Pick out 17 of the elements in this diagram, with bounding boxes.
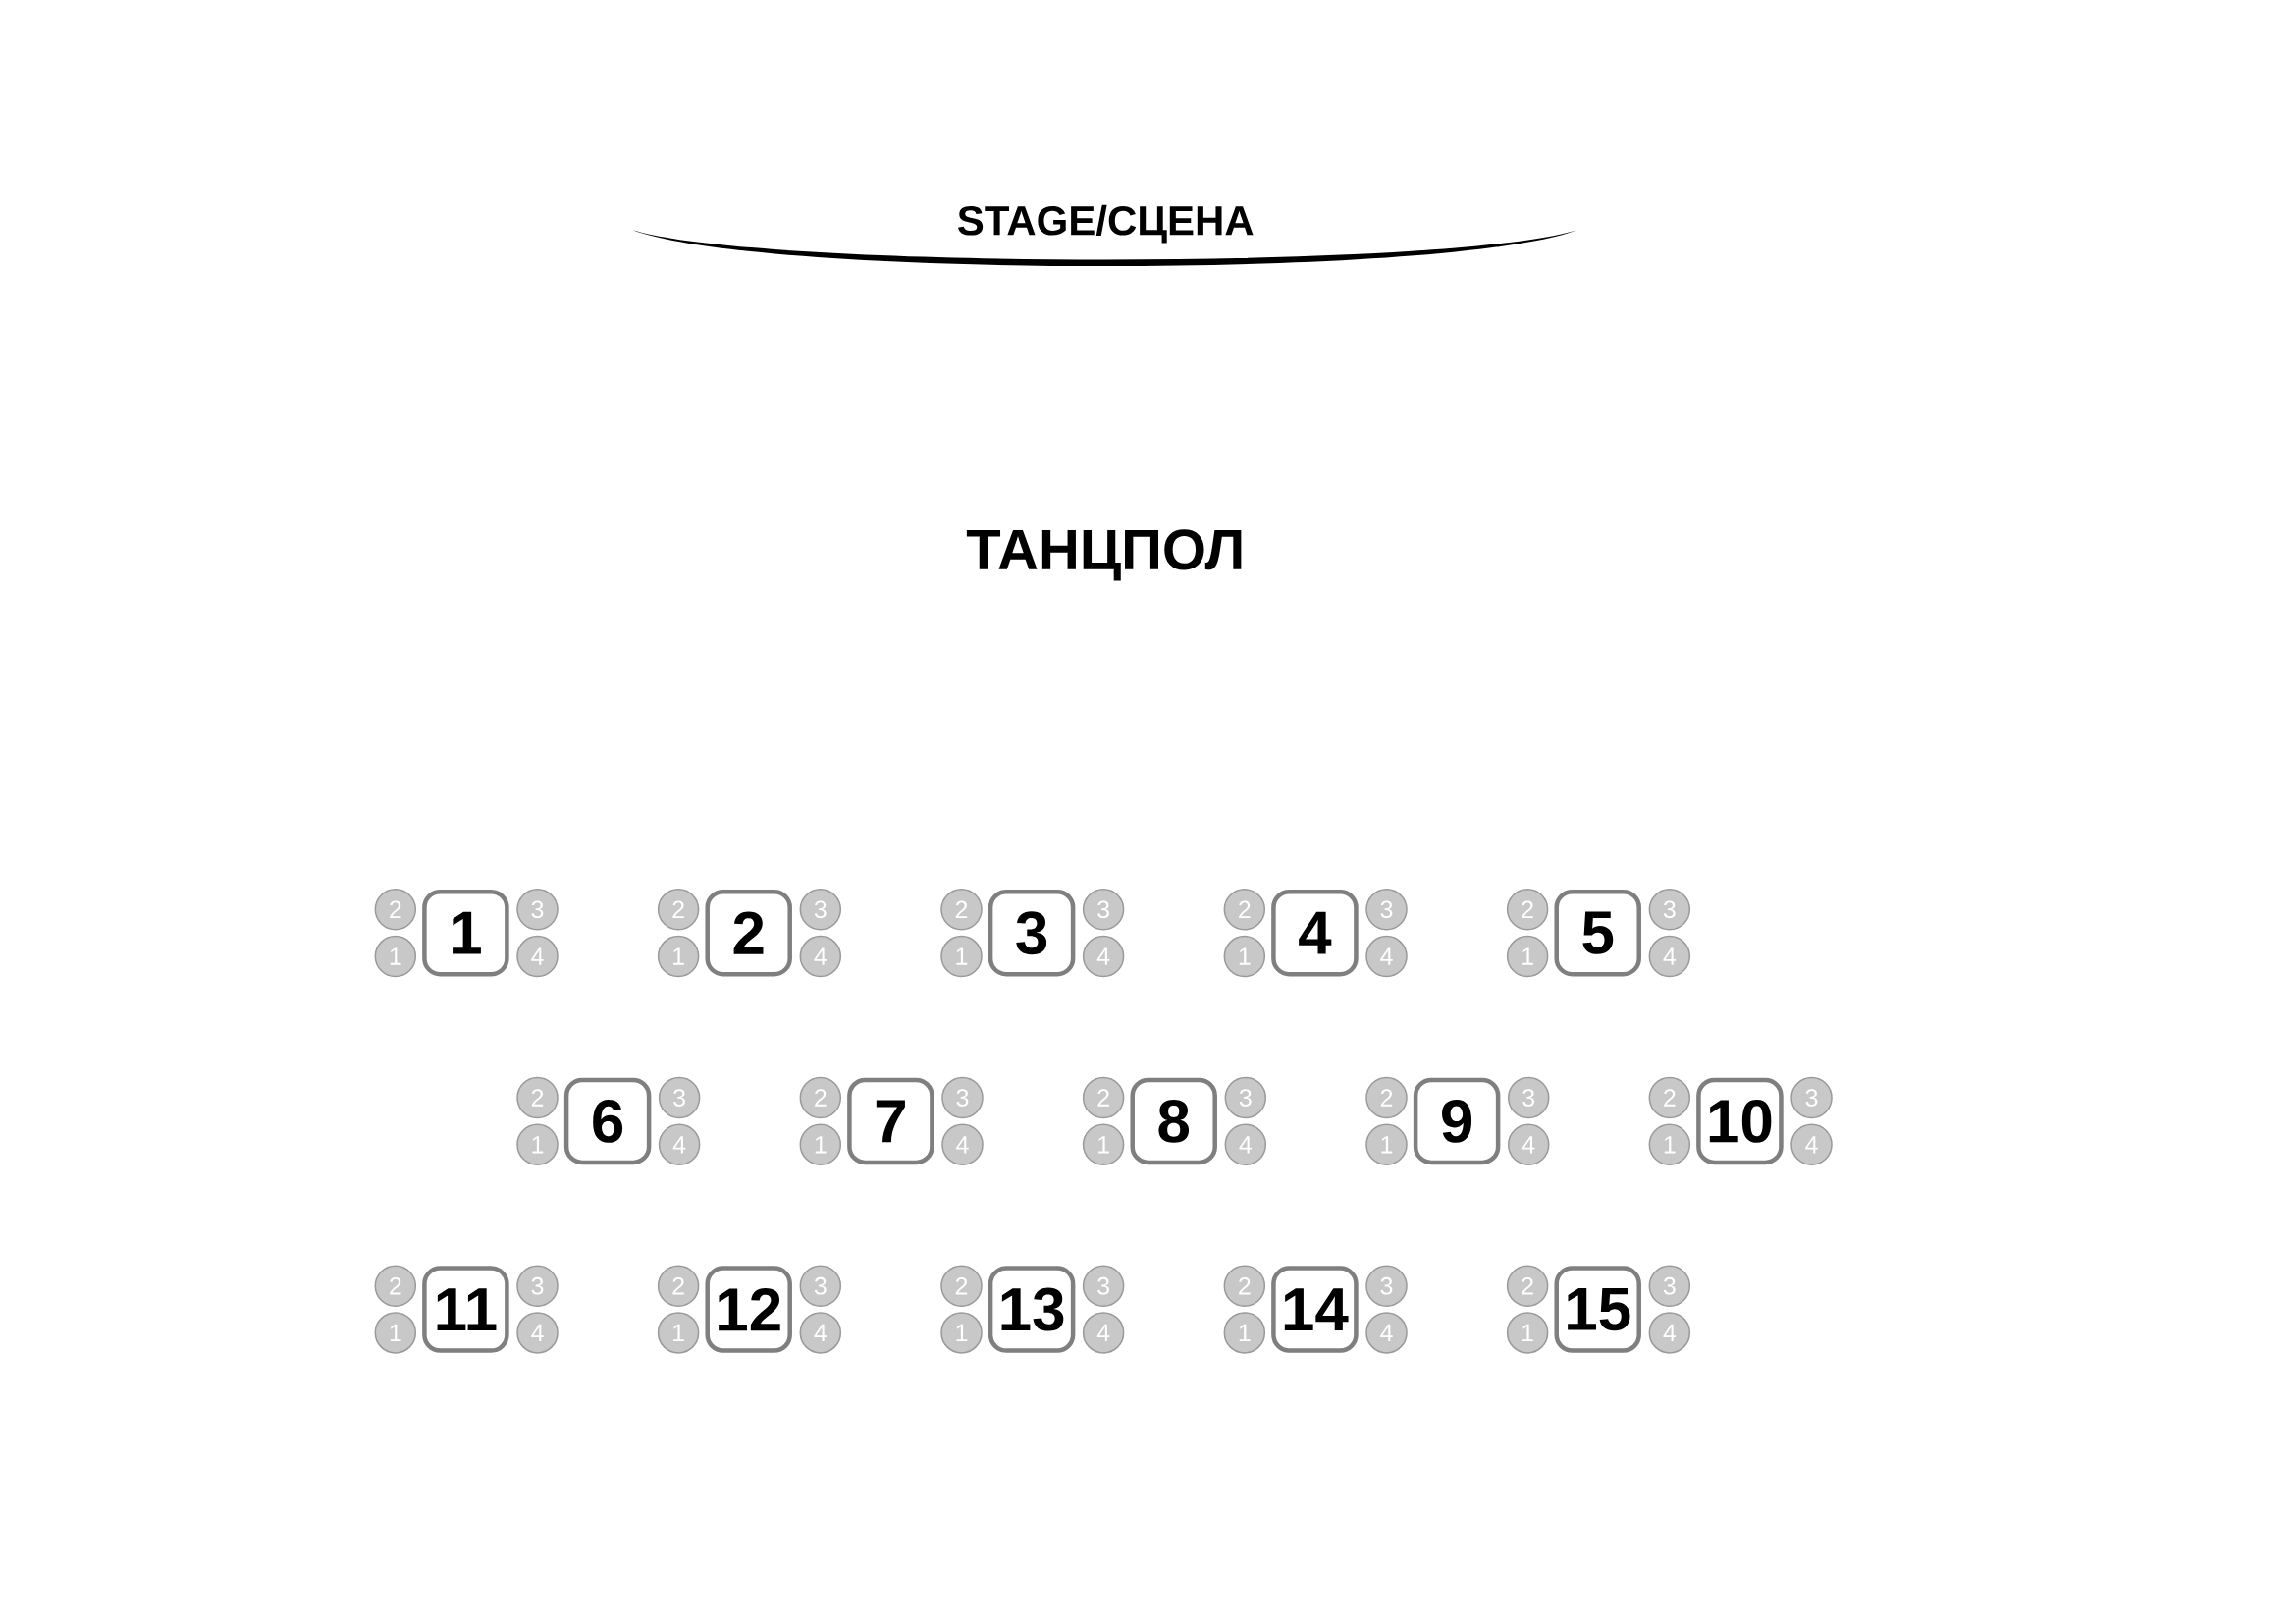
table-box: 5 bbox=[1554, 889, 1641, 977]
table-box: 9 bbox=[1413, 1077, 1501, 1165]
table-box: 13 bbox=[988, 1266, 1076, 1353]
area-label: ТАНЦПОЛ bbox=[966, 529, 1242, 581]
table-box: 12 bbox=[705, 1266, 792, 1353]
table-box: 3 bbox=[988, 889, 1076, 977]
table-box: 1 bbox=[422, 889, 509, 977]
table-box: 14 bbox=[1271, 1266, 1359, 1353]
table-box: 6 bbox=[563, 1077, 652, 1165]
table-box: 10 bbox=[1696, 1077, 1784, 1165]
table-box: 7 bbox=[847, 1077, 934, 1165]
area-label: STAGE/СЦЕНА bbox=[957, 204, 1254, 244]
table-box: 2 bbox=[705, 889, 792, 977]
table-box: 8 bbox=[1130, 1077, 1217, 1165]
table-box: 11 bbox=[422, 1266, 509, 1353]
table-box: 4 bbox=[1271, 889, 1359, 977]
table-box: 15 bbox=[1554, 1266, 1641, 1353]
